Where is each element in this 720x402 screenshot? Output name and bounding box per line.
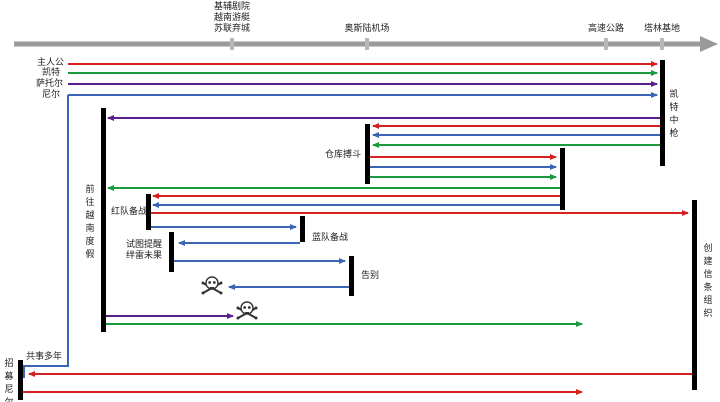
closing-lines xyxy=(23,371,692,395)
place-label-kiev: 基辅剧院 越南游艇 苏联弃城 xyxy=(213,2,251,34)
opening-lines xyxy=(23,61,658,378)
axis-tick-oslo xyxy=(365,38,369,50)
character-label-protagonist: 主人公 xyxy=(37,58,65,68)
axis-tick-kiev xyxy=(230,38,234,50)
event-label-warehouse-fight: 仓库搏斗 xyxy=(325,150,362,160)
event-bars xyxy=(18,60,697,400)
bar-warning xyxy=(169,232,174,272)
bar-farewell xyxy=(349,256,354,296)
bar-found-tenet xyxy=(692,200,697,390)
event-label-kat-shot: 凯 特 中 枪 xyxy=(669,90,679,139)
bar-warehouse xyxy=(365,124,370,184)
place-label-highway: 高速公路 xyxy=(587,24,625,34)
inversion-lines xyxy=(107,115,660,208)
place-label-tallinn: 塔林基地 xyxy=(643,24,681,34)
time-axis xyxy=(14,36,718,52)
skull-crossbones-icon xyxy=(236,301,258,320)
event-label-found-tenet: 创 建 信 条 组 织 xyxy=(703,244,713,319)
event-label-warning: 试图提醒 绊雷未果 xyxy=(126,240,163,261)
battle-lines xyxy=(106,210,689,327)
event-label-farewell: 告别 xyxy=(361,271,380,281)
axis-tick-highway xyxy=(604,38,608,50)
bar-highway xyxy=(560,148,565,210)
event-label-recruit-neil: 招 募 尼 尔 xyxy=(4,359,14,402)
bar-kat-shot xyxy=(660,60,665,166)
neil-history-line xyxy=(23,95,69,378)
bar-red-team xyxy=(146,194,151,230)
event-label-blue-team: 蓝队备战 xyxy=(312,233,349,243)
skull-crossbones-icon xyxy=(201,276,223,295)
character-label-sator: 萨托尔 xyxy=(36,79,64,89)
bar-vacation xyxy=(101,108,106,332)
event-label-working-together: 共事多年 xyxy=(26,352,63,362)
bar-blue-team xyxy=(300,216,305,242)
axis-tick-tallinn xyxy=(660,38,664,50)
event-label-vacation: 前 往 越 南 度 假 xyxy=(85,185,95,260)
bar-recruit xyxy=(18,360,23,400)
character-label-kat: 凯特 xyxy=(42,68,61,78)
event-label-red-team: 红队备战 xyxy=(111,207,148,217)
character-label-neil: 尼尔 xyxy=(42,90,61,100)
place-label-oslo: 奥斯陆机场 xyxy=(344,24,390,34)
